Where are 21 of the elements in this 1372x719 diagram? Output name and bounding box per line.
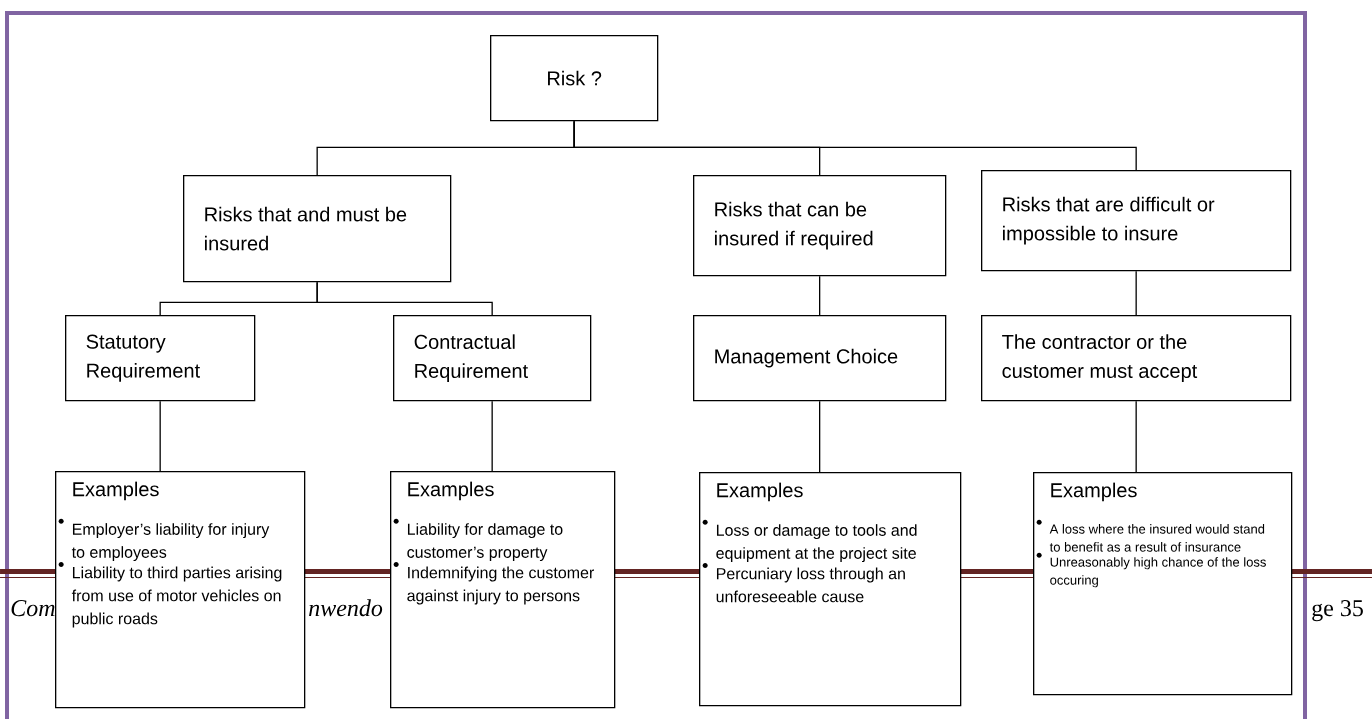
category-box: Risks that and must be insured — [183, 175, 452, 283]
examples-box: Examples A loss where the insured would stand to benefit as a result of insurance Unreasonably high chance of the loss occuring — [1033, 472, 1293, 696]
connector-line — [159, 400, 161, 472]
connector-line — [819, 400, 821, 473]
connector-line — [573, 120, 1137, 171]
connector-line — [491, 400, 493, 472]
requirement-box: The contractor or the customer must accept — [981, 315, 1292, 402]
connector-line — [1135, 270, 1137, 316]
connector-line — [1135, 400, 1137, 473]
risk-box: Risk ? — [490, 35, 659, 122]
category-box: Risks that are difficult or impossible to insure — [981, 170, 1292, 272]
examples-box: Examples Loss or damage to tools and equipment at the project site Percuniary loss through an unforeseeable cause — [699, 472, 962, 707]
footer-text: nwendo — [309, 599, 383, 617]
connector-line — [819, 275, 821, 316]
category-box: Risks that can be insured if required — [693, 175, 947, 277]
requirement-box: Management Choice — [693, 315, 947, 402]
examples-box: Examples Employer’s liability for injury to employees Liability to third parties arising from use of motor vehicles on public roads — [55, 471, 306, 709]
requirement-box: Statutory Requirement — [65, 315, 256, 402]
connector-line — [316, 281, 493, 316]
examples-box: Examples Liability for damage to customer’s property Indemnifying the customer against injury to persons — [390, 471, 616, 709]
requirement-box: Contractual Requirement — [393, 315, 592, 402]
